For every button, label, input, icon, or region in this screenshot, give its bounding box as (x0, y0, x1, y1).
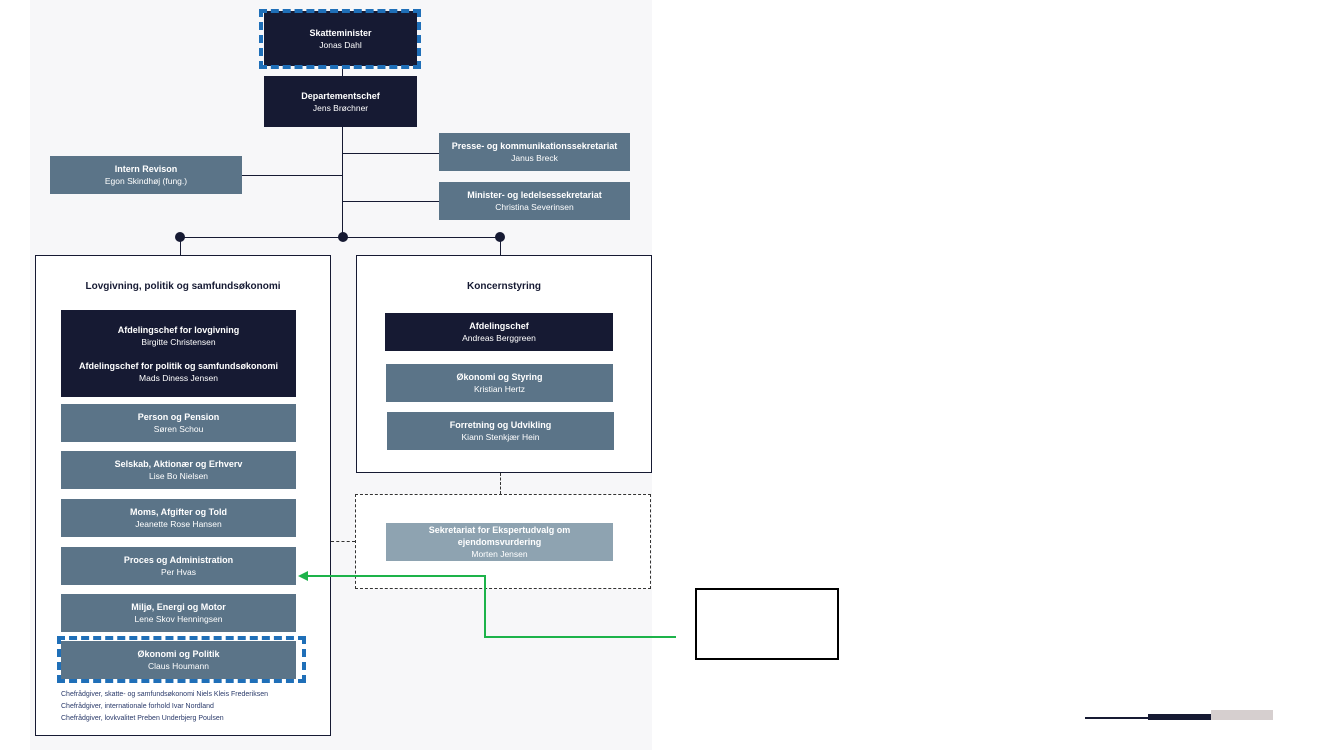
internal-audit-title: Intern Revison (114, 164, 178, 174)
decor-bar-navy (1148, 714, 1212, 720)
minister-secretariat-name: Christina Severinsen (495, 202, 574, 212)
unit-okonomi-politik[interactable]: Økonomi og Politik Claus Houmann (61, 641, 296, 679)
left-heads-box[interactable]: Afdelingschef for lovgivning Birgitte Ch… (61, 310, 296, 397)
annotation-empty-box[interactable] (695, 588, 839, 660)
right-head-box[interactable]: Afdelingschef Andreas Berggreen (385, 313, 613, 351)
unit-okonomi-styring[interactable]: Økonomi og Styring Kristian Hertz (386, 364, 613, 402)
connector-right-drop (500, 237, 501, 255)
unit-proces[interactable]: Proces og Administration Per Hvas (61, 547, 296, 585)
unit-title: Økonomi og Politik (137, 649, 220, 659)
minister-secretariat-box[interactable]: Minister- og ledelsessekretariat Christi… (439, 182, 630, 220)
press-title: Presse- og kommunikationssekretariat (451, 141, 618, 151)
right-head-title: Afdelingschef (469, 321, 529, 331)
unit-title: Person og Pension (137, 412, 220, 422)
unit-title: Økonomi og Styring (456, 372, 543, 382)
decor-bar-thin (1085, 717, 1150, 719)
minister-name: Jonas Dahl (319, 39, 362, 50)
unit-name: Søren Schou (153, 424, 204, 434)
unit-forretning[interactable]: Forretning og Udvikling Kiann Stenkjær H… (387, 412, 614, 450)
secretariat-name: Morten Jensen (471, 549, 528, 559)
press-name: Janus Breck (511, 153, 558, 163)
connector-minister-head (342, 66, 343, 76)
connector-dashed-down (500, 473, 501, 494)
unit-name: Kiann Stenkjær Hein (461, 432, 540, 442)
unit-miljo[interactable]: Miljø, Energi og Motor Lene Skov Henning… (61, 594, 296, 632)
press-box[interactable]: Presse- og kommunikationssekretariat Jan… (439, 133, 630, 171)
unit-title: Moms, Afgifter og Told (130, 507, 227, 517)
unit-title: Miljø, Energi og Motor (131, 602, 226, 612)
head-1-name: Birgitte Christensen (141, 336, 216, 347)
unit-title: Proces og Administration (123, 555, 234, 565)
connector-audit (242, 175, 342, 176)
department-head-name: Jens Brøchner (312, 102, 369, 113)
connector-left-drop (180, 237, 181, 255)
head-1-title: Afdelingschef for lovgivning (117, 324, 240, 335)
unit-title: Selskab, Aktionær og Erhverv (114, 459, 243, 469)
internal-audit-box[interactable]: Intern Revison Egon Skindhøj (fung.) (50, 156, 242, 194)
minister-box[interactable]: Skatteminister Jonas Dahl (264, 11, 417, 66)
decor-bar-beige (1211, 710, 1273, 720)
footnote-2: Chefrådgiver, internationale forhold Iva… (61, 703, 214, 710)
unit-selskab[interactable]: Selskab, Aktionær og Erhverv Lise Bo Nie… (61, 451, 296, 489)
junction-dot-center (338, 232, 348, 242)
right-head-name: Andreas Berggreen (462, 333, 536, 343)
head-2-name: Mads Diness Jensen (139, 372, 218, 383)
unit-name: Kristian Hertz (473, 384, 525, 394)
junction-dot-left (175, 232, 185, 242)
head-2-title: Afdelingschef for politik og samfundsøko… (78, 360, 278, 371)
unit-name: Claus Houmann (148, 661, 209, 671)
connector-dashed-left (331, 541, 355, 542)
connector-secretariat (342, 201, 439, 202)
right-panel-title: Koncernstyring (467, 281, 541, 292)
department-head-box[interactable]: Departementschef Jens Brøchner (264, 76, 417, 127)
unit-title: Forretning og Udvikling (449, 420, 552, 430)
minister-secretariat-title: Minister- og ledelsessekretariat (467, 190, 602, 200)
secretariat-box[interactable]: Sekretariat for Ekspertudvalg om ejendom… (386, 523, 613, 561)
left-panel-title: Lovgivning, politik og samfundsøkonomi (85, 281, 281, 292)
unit-name: Lene Skov Henningsen (134, 614, 223, 624)
junction-dot-right (495, 232, 505, 242)
footnote-1: Chefrådgiver, skatte- og samfundsøkonomi… (61, 691, 268, 698)
unit-moms[interactable]: Moms, Afgifter og Told Jeanette Rose Han… (61, 499, 296, 537)
unit-name: Jeanette Rose Hansen (135, 519, 222, 529)
minister-title: Skatteminister (309, 27, 372, 38)
connector-press (342, 153, 439, 154)
internal-audit-name: Egon Skindhøj (fung.) (104, 176, 188, 186)
okonomi-politik-highlight-frame (57, 636, 306, 683)
secretariat-title: Sekretariat for Ekspertudvalg om ejendom… (428, 525, 571, 547)
unit-name: Per Hvas (161, 567, 196, 577)
footnote-3: Chefrådgiver, lovkvalitet Preben Underbj… (61, 715, 224, 722)
minister-highlight-frame (259, 9, 421, 69)
unit-person-pension[interactable]: Person og Pension Søren Schou (61, 404, 296, 442)
department-head-title: Departementschef (301, 90, 380, 101)
unit-name: Lise Bo Nielsen (148, 471, 209, 481)
connector-spine (342, 127, 343, 237)
